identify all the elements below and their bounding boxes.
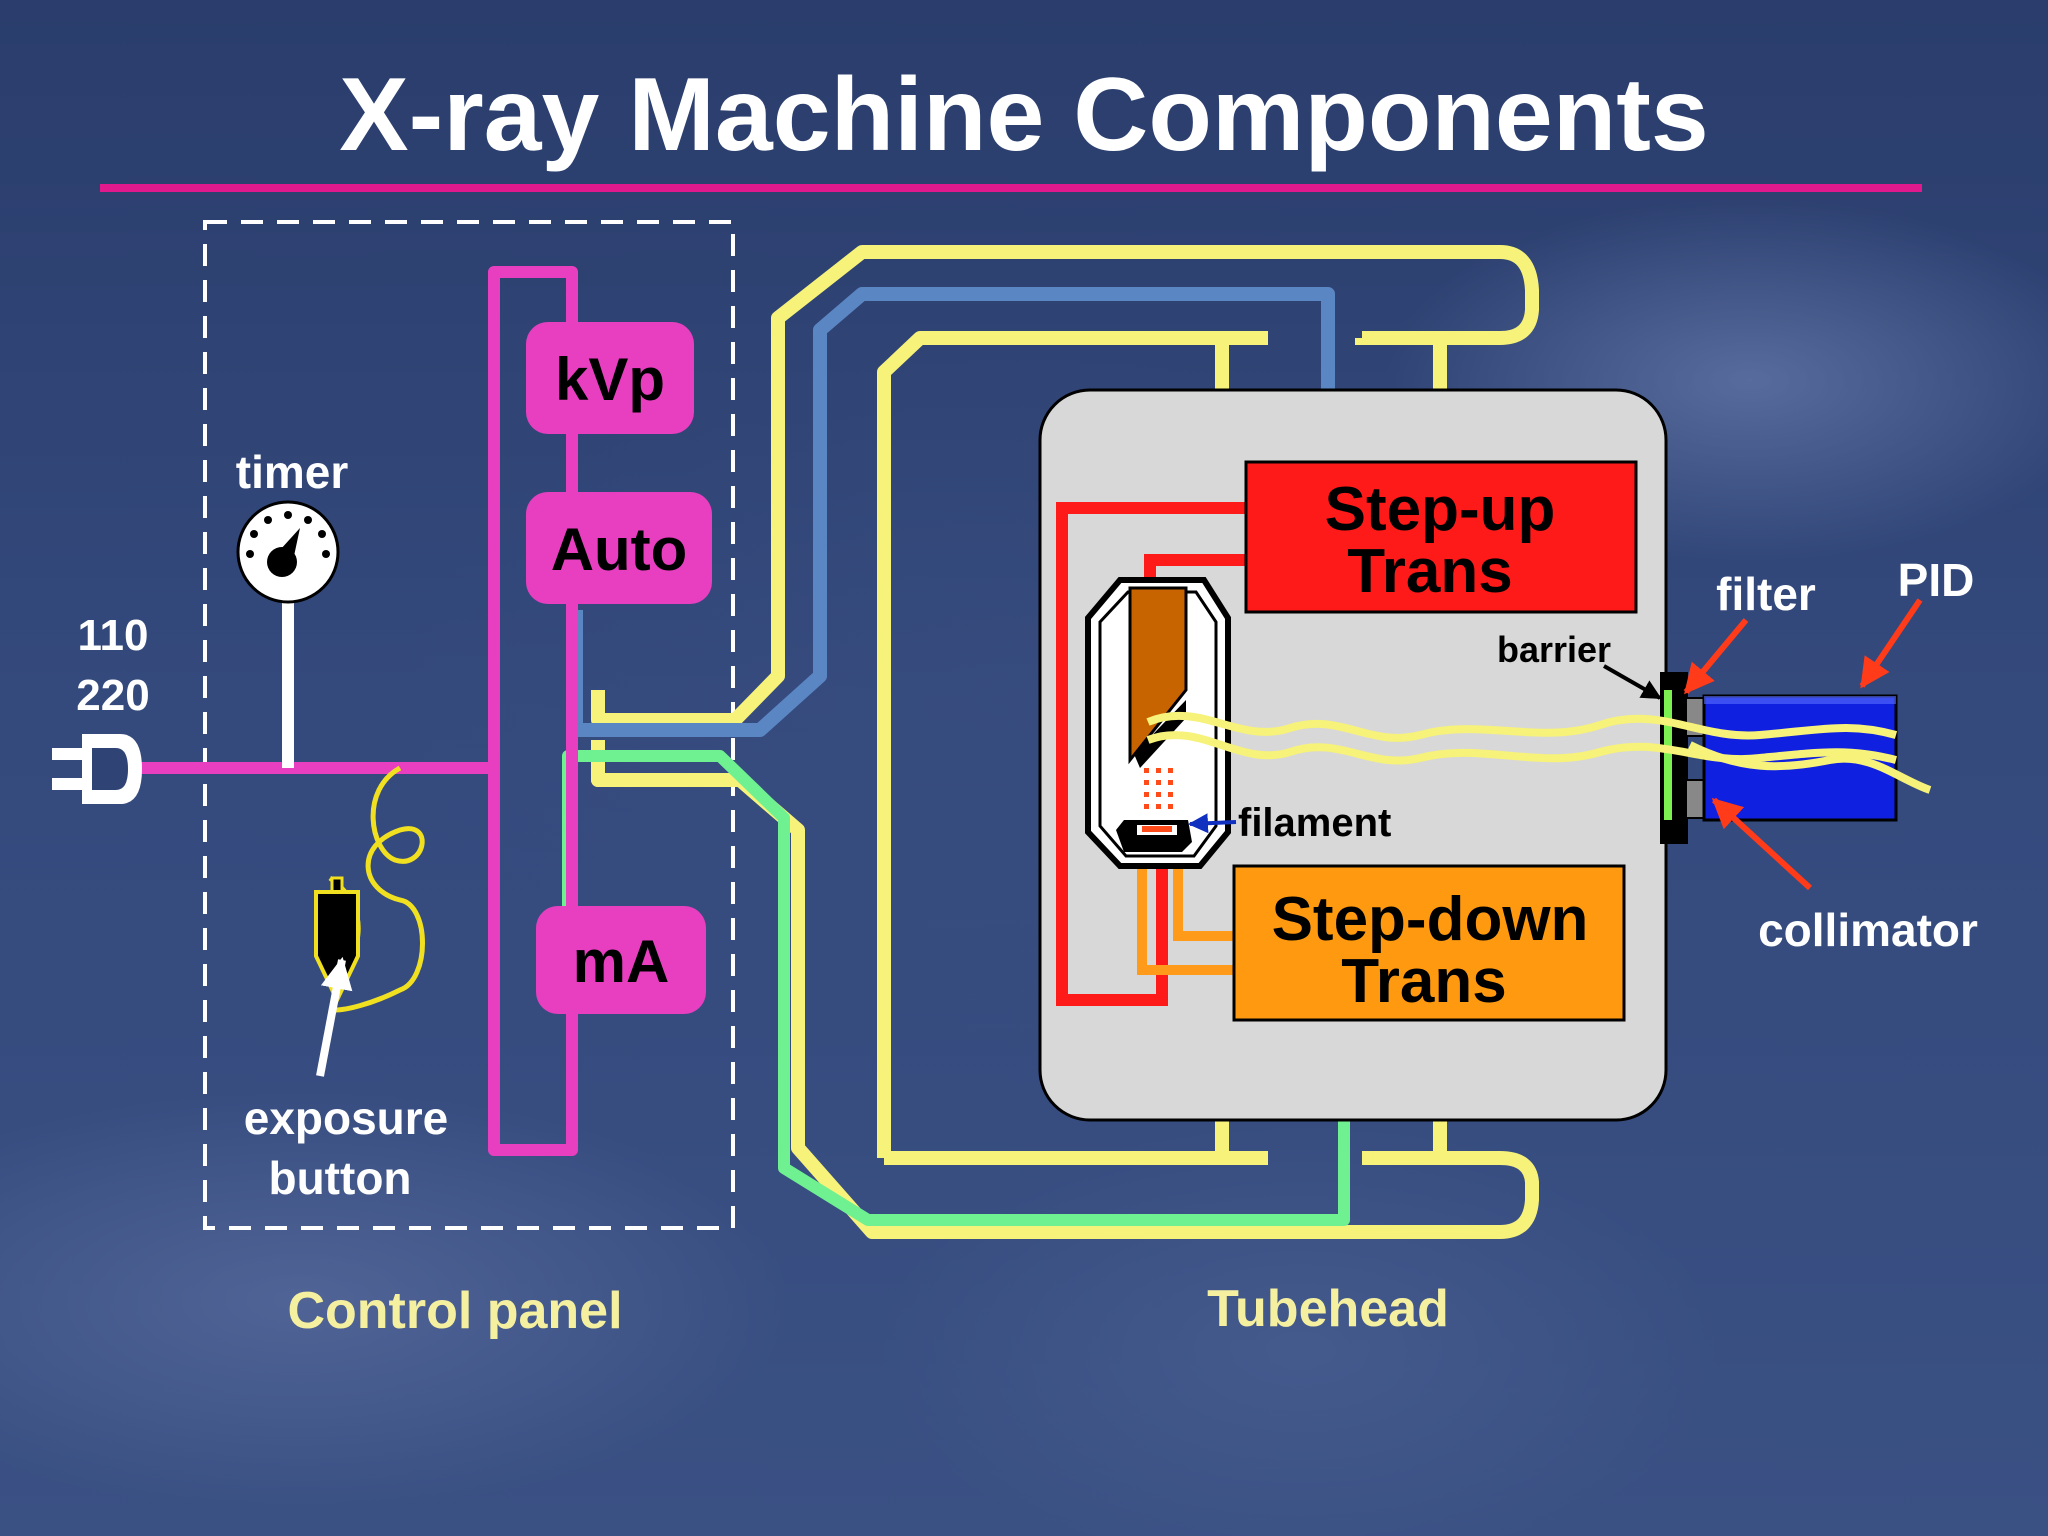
stepup-label-line1: Step-up bbox=[1325, 475, 1556, 544]
green-wire bbox=[562, 750, 1350, 1226]
filter-arrow bbox=[1683, 618, 1749, 695]
collimator-label: collimator bbox=[1758, 904, 1978, 956]
page-title: X-ray Machine Components bbox=[339, 57, 1709, 173]
xray-beam bbox=[1146, 711, 1932, 794]
barrier-arrow bbox=[1603, 664, 1662, 700]
kvp-label: kVp bbox=[555, 346, 665, 413]
orange-wires bbox=[1137, 856, 1236, 975]
stepdown-transformer: Step-down Trans bbox=[1232, 864, 1626, 1022]
stepdown-label-line2: Trans bbox=[1341, 947, 1506, 1016]
exposure-button-icon bbox=[314, 765, 425, 1077]
tubehead-label: Tubehead bbox=[1207, 1280, 1449, 1338]
xray-tube-icon bbox=[1085, 577, 1237, 869]
voltage-220-label: 220 bbox=[76, 671, 149, 720]
ma-label: mA bbox=[573, 928, 670, 995]
plug-icon bbox=[52, 734, 142, 804]
stepup-label-line2: Trans bbox=[1347, 537, 1512, 606]
exposure-label-line1: exposure bbox=[244, 1092, 449, 1144]
stepdown-label-line1: Step-down bbox=[1272, 885, 1589, 954]
control-panel-box bbox=[203, 220, 735, 1230]
filament-label: filament bbox=[1238, 801, 1391, 845]
timer-label: timer bbox=[236, 446, 349, 498]
pid-label: PID bbox=[1898, 554, 1975, 606]
auto-box: Auto bbox=[526, 492, 712, 604]
voltage-110-label: 110 bbox=[78, 611, 149, 660]
filter-label: filter bbox=[1716, 568, 1816, 620]
barrier-label: barrier bbox=[1497, 629, 1611, 670]
timer-dial-icon bbox=[236, 500, 340, 768]
auto-label: Auto bbox=[551, 516, 688, 583]
stepup-transformer: Step-up Trans bbox=[1244, 460, 1638, 614]
exposure-label-line2: button bbox=[268, 1152, 411, 1204]
ma-box: mA bbox=[536, 906, 706, 1014]
collimator-arrow bbox=[1711, 797, 1813, 891]
pid-arrow bbox=[1859, 598, 1923, 689]
control-panel-label: Control panel bbox=[287, 1282, 622, 1340]
kvp-box: kVp bbox=[526, 322, 694, 434]
blue-wire bbox=[569, 287, 1335, 737]
